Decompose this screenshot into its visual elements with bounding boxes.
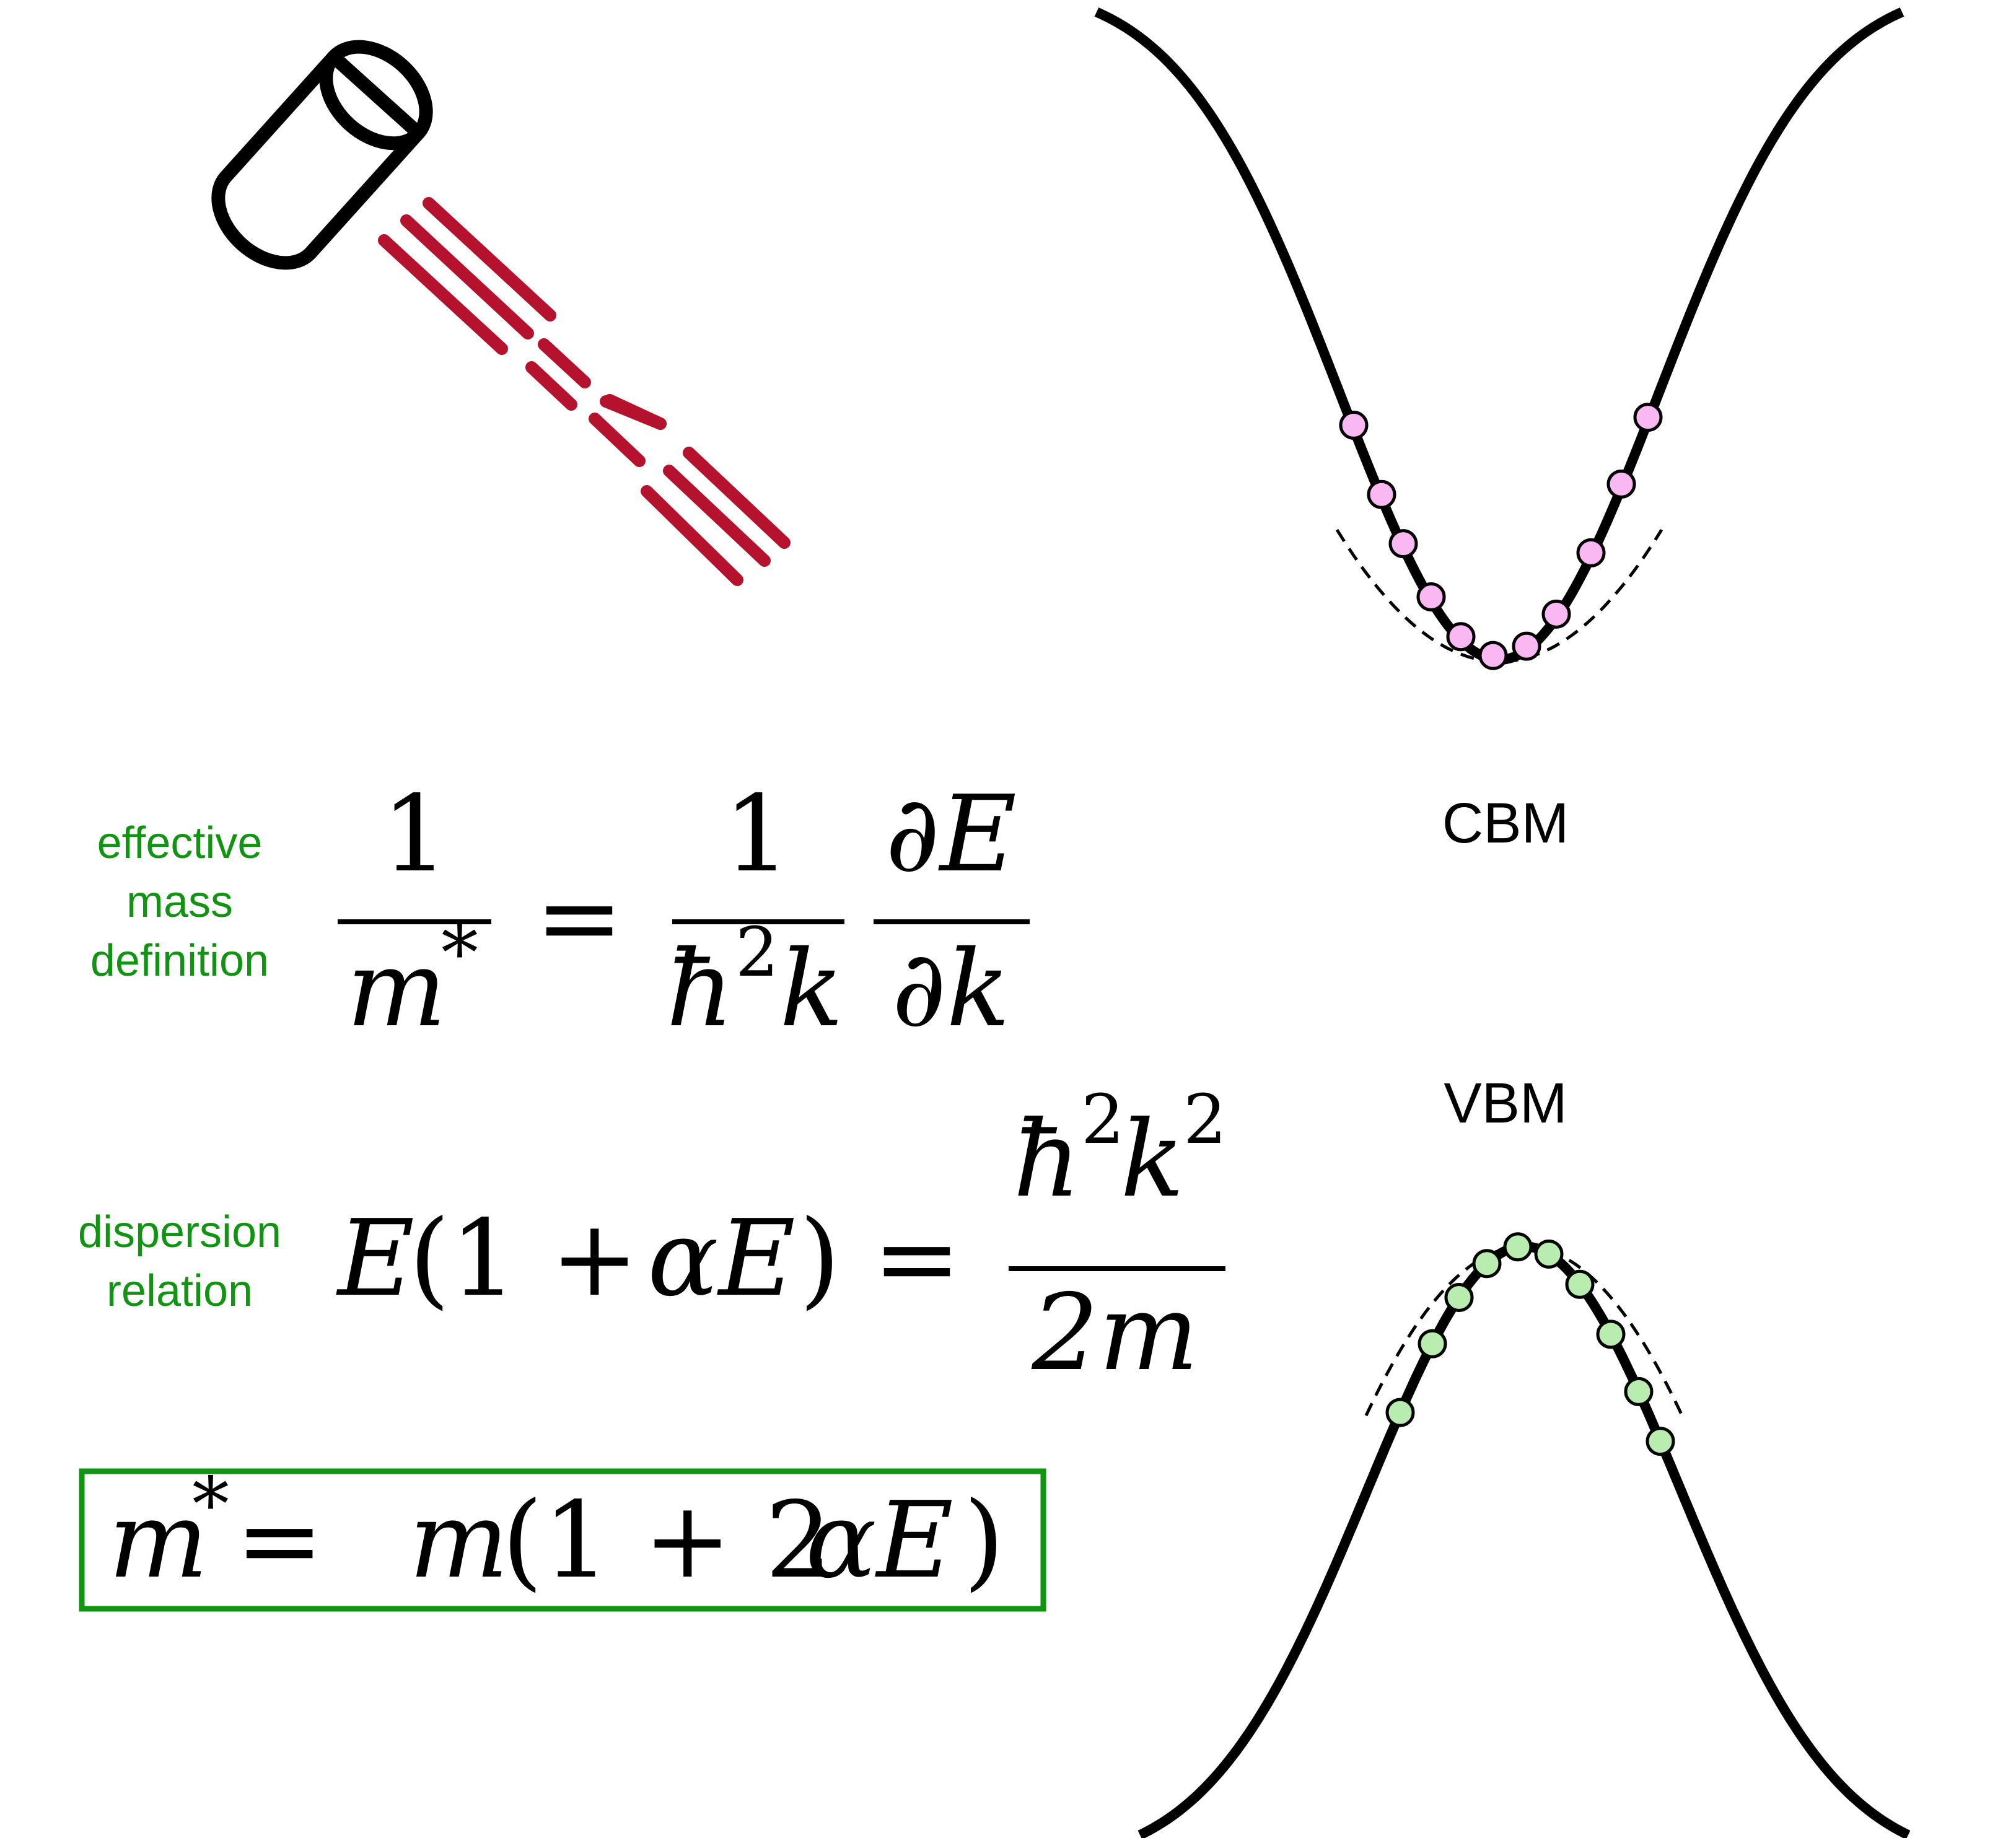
svg-text:definition: definition: [90, 936, 269, 986]
svg-text:E: E: [336, 1197, 414, 1320]
cbm-sample-point: [1512, 631, 1541, 661]
vbm-sample-point: [1624, 1376, 1654, 1406]
cbm-sample-point: [1541, 599, 1571, 629]
svg-text:(1 +: (1 +: [409, 1197, 639, 1320]
vbm-sample-point: [1503, 1232, 1533, 1262]
laser-beam-lines: [378, 197, 791, 586]
cbm-parabola-fit: [1335, 528, 1663, 663]
vbm-sample-point: [1565, 1269, 1595, 1299]
svg-text:=: =: [873, 1197, 961, 1320]
cbm-sample-point: [1606, 469, 1636, 499]
vbm-label: VBM: [1444, 1072, 1567, 1135]
svg-text:1: 1: [382, 773, 449, 896]
effective-mass-equation: 1 m * = 1 ħ 2 k ∂E ∂k: [338, 773, 1030, 1051]
svg-text:k: k: [1120, 1098, 1184, 1221]
svg-text:1: 1: [724, 773, 791, 896]
cbm-curve: [1094, 7, 1904, 665]
svg-text:αE: αE: [647, 1197, 795, 1320]
conduction-band: [1094, 7, 1904, 670]
svg-text:m: m: [346, 928, 446, 1051]
vbm-sample-point: [1534, 1239, 1564, 1269]
vbm-sample-point: [1646, 1427, 1675, 1456]
svg-text:=: =: [235, 1479, 323, 1602]
cbm-sample-point: [1446, 622, 1476, 652]
dispersion-relation-label: dispersion relation: [78, 1207, 281, 1316]
valence-band: [1137, 1232, 1911, 1838]
svg-text:*: *: [192, 1462, 229, 1548]
svg-text:2: 2: [735, 912, 779, 992]
cbm-sample-point: [1576, 538, 1606, 567]
svg-text:mass: mass: [126, 877, 233, 927]
vbm-curve: [1137, 1241, 1911, 1838]
vbm-sample-point: [1596, 1319, 1626, 1349]
cbm-sample-point: [1388, 529, 1418, 559]
cbm-sample-point: [1478, 641, 1508, 670]
svg-text:dispersion: dispersion: [78, 1207, 281, 1257]
svg-text:2m: 2m: [1031, 1272, 1198, 1394]
cbm-sample-point: [1633, 403, 1663, 432]
svg-text:∂E: ∂E: [885, 773, 1017, 896]
svg-text:∂k: ∂k: [892, 928, 1010, 1051]
svg-text:=: =: [535, 857, 623, 979]
svg-text:k: k: [779, 928, 843, 1051]
svg-text:(1 + 2: (1 + 2: [502, 1479, 832, 1602]
effective-mass-result-box: m * = m (1 + 2 αE ): [79, 1462, 1046, 1612]
svg-text:ħ: ħ: [1013, 1098, 1081, 1221]
svg-text:effective: effective: [97, 818, 263, 868]
vbm-sample-point: [1472, 1249, 1502, 1279]
effective-mass-definition-label: effective mass definition: [90, 818, 269, 986]
vbm-sample-point: [1418, 1329, 1447, 1359]
svg-text:ħ: ħ: [666, 928, 734, 1051]
cbm-sample-point: [1339, 410, 1369, 440]
svg-text:αE: αE: [805, 1479, 953, 1602]
svg-text:*: *: [441, 911, 478, 997]
dispersion-equation: E (1 + αE ) = ħ 2 k 2 2m: [336, 1080, 1227, 1394]
laser-emitter-icon: [211, 40, 791, 586]
svg-text:relation: relation: [107, 1266, 253, 1316]
cbm-sample-point: [1416, 582, 1446, 612]
vbm-sample-point: [1385, 1398, 1415, 1427]
cbm-label: CBM: [1442, 792, 1569, 855]
svg-text:m: m: [409, 1479, 509, 1602]
svg-text:m: m: [108, 1479, 208, 1602]
svg-text:): ): [799, 1197, 840, 1320]
svg-text:): ): [963, 1479, 1004, 1602]
svg-text:2: 2: [1081, 1080, 1124, 1159]
vbm-sample-point: [1444, 1282, 1474, 1312]
svg-text:2: 2: [1183, 1080, 1227, 1159]
cbm-sample-point: [1367, 479, 1396, 509]
